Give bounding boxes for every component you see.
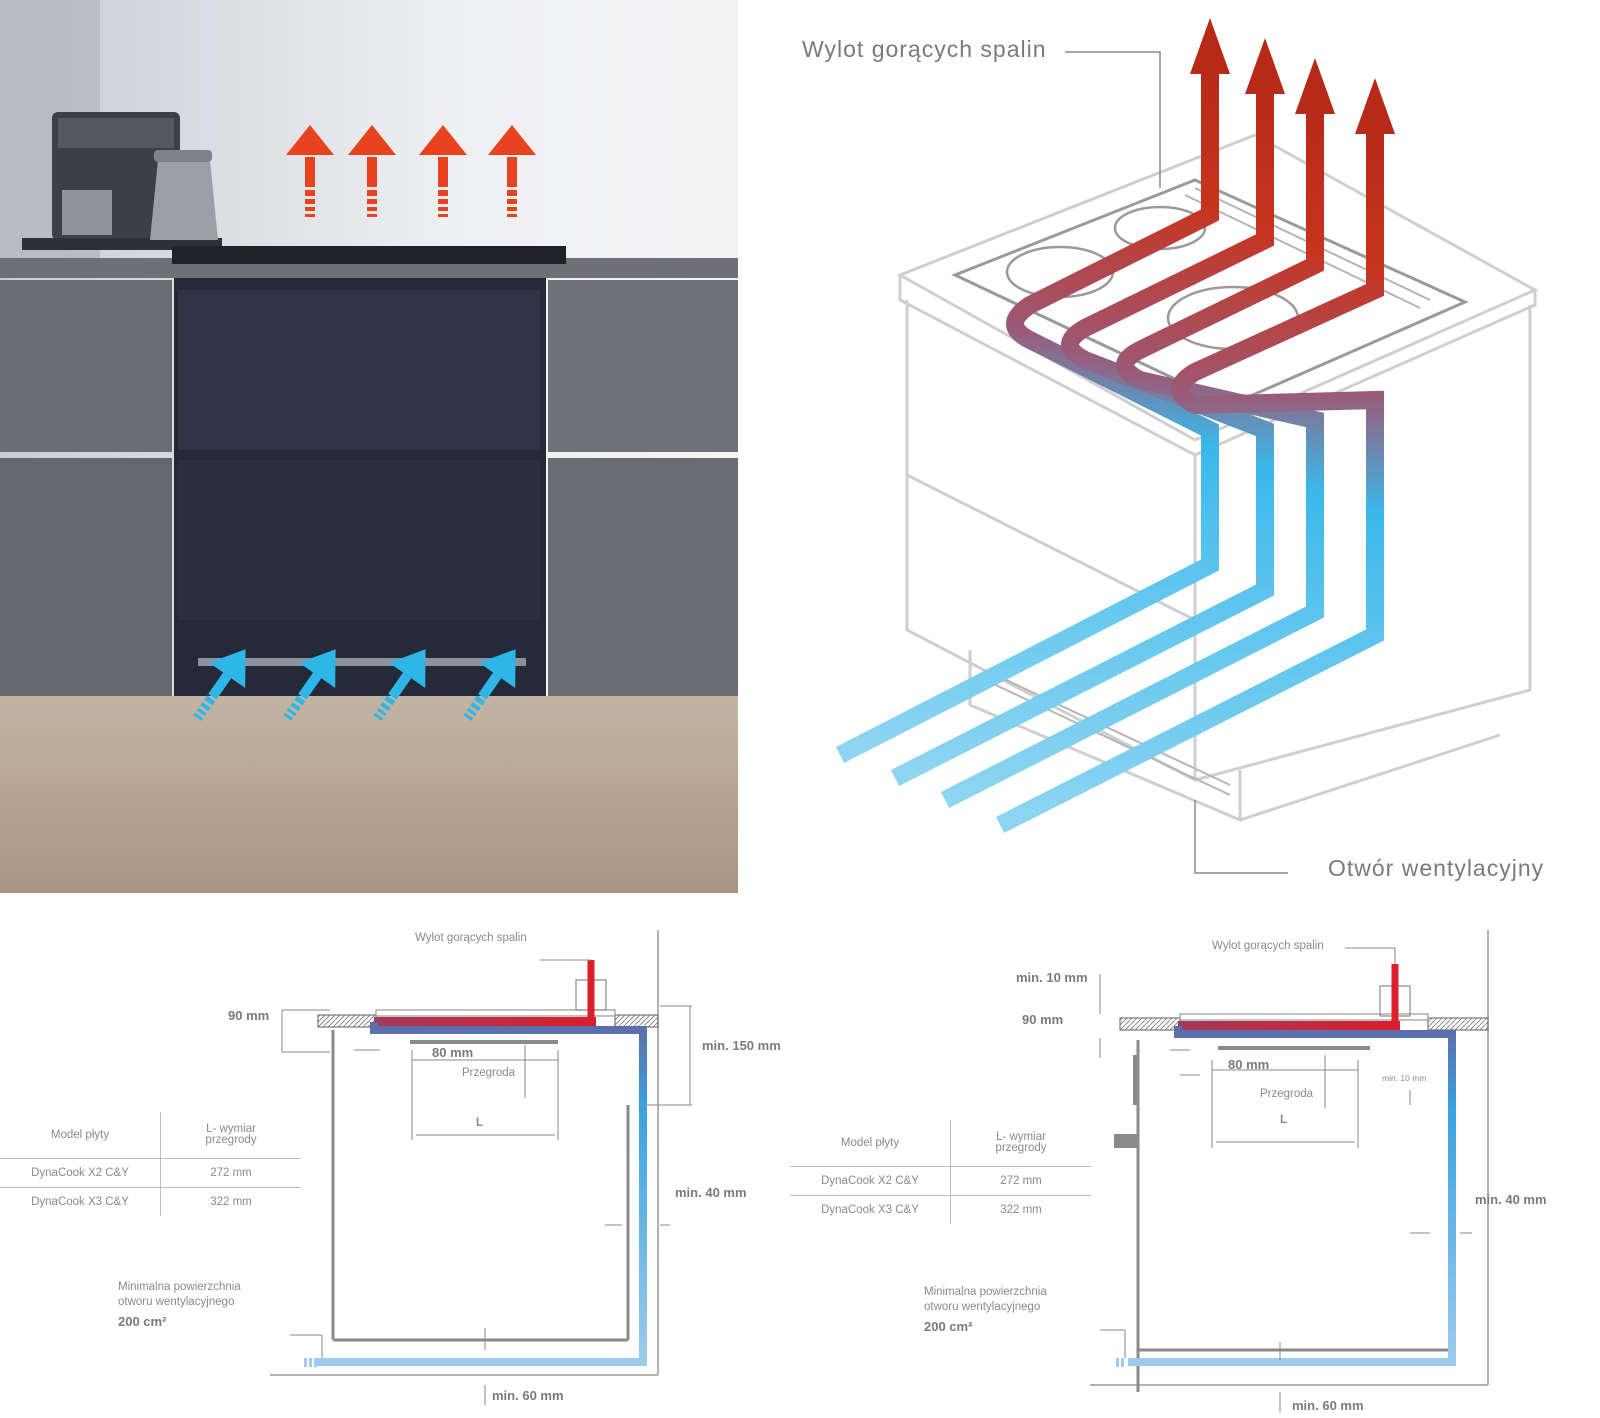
section-2-drawing bbox=[1090, 930, 1489, 1412]
air-flow-paths bbox=[835, 70, 1384, 834]
section-1-bottom-gap: min. 60 mm bbox=[492, 1388, 564, 1403]
section-1-vent-area-line2: otworu wentylacyjnego bbox=[118, 1296, 235, 1308]
hot-arrow-icon bbox=[419, 125, 467, 217]
section-2-length-label: L bbox=[1280, 1114, 1288, 1126]
section-1-vent-area-value: 200 cm² bbox=[118, 1314, 167, 1329]
section-diagram-1: Wylot gorących spalin 90 mm 80 mm Przegr… bbox=[0, 930, 800, 1418]
cold-arrow-icon bbox=[193, 649, 246, 721]
table-row: DynaCook X2 C&Y 272 mm bbox=[790, 1166, 1091, 1196]
up-arrow-heads bbox=[1190, 18, 1395, 134]
hot-air-arrows bbox=[286, 125, 536, 217]
section-2-front-depth: 80 mm bbox=[1228, 1057, 1270, 1072]
cold-arrow-icon bbox=[373, 649, 426, 721]
table-row: DynaCook X3 C&Y 322 mm bbox=[0, 1187, 301, 1216]
section-2-vent-area-line2: otworu wentylacyjnego bbox=[924, 1301, 1041, 1313]
table-row: DynaCook X3 C&Y 322 mm bbox=[790, 1195, 1091, 1224]
kettle-icon bbox=[150, 150, 218, 240]
section-1-front-depth: 80 mm bbox=[432, 1045, 474, 1060]
vent-grille-2 bbox=[1116, 1358, 1124, 1367]
leader-lines bbox=[1065, 51, 1288, 874]
vent-grille-1 bbox=[304, 1358, 317, 1367]
hot-arrow-icon bbox=[348, 125, 396, 217]
section-1-back-gap: min. 40 mm bbox=[675, 1185, 747, 1200]
section-1-vent-area-line1: Minimalna powierzchnia bbox=[118, 1281, 241, 1293]
section-1-divider-label: Przegroda bbox=[462, 1067, 516, 1079]
isometric-airflow-diagram bbox=[835, 18, 1539, 874]
hot-arrow-icon bbox=[488, 125, 536, 217]
section-2-side-min: min. 10 mm bbox=[1382, 1073, 1427, 1083]
hob-outline bbox=[951, 178, 1469, 407]
cold-arrow-icon bbox=[463, 649, 516, 721]
table-header-model: Model płyty bbox=[790, 1120, 951, 1167]
table-header-model: Model płyty bbox=[0, 1112, 161, 1159]
section-1-exhaust-label: Wylot gorących spalin bbox=[415, 932, 527, 944]
section-2-bottom-gap: min. 60 mm bbox=[1292, 1398, 1364, 1413]
section-1-length-label: L bbox=[476, 1117, 484, 1129]
vent-label: Otwór wentylacyjny bbox=[1328, 855, 1545, 881]
section-1-drawing bbox=[270, 930, 692, 1405]
coffee-machine-icon bbox=[22, 112, 222, 250]
table-row: DynaCook X2 C&Y 272 mm bbox=[0, 1158, 301, 1188]
section-1-top-gap: 90 mm bbox=[228, 1008, 270, 1023]
section-diagram-2: Wylot gorących spalin min. 10 mm 90 mm 8… bbox=[790, 930, 1600, 1418]
section-2-exhaust-label: Wylot gorących spalin bbox=[1212, 940, 1324, 952]
section-2-vent-area-value: 200 cm² bbox=[924, 1319, 973, 1334]
section-1-top-clearance: min. 150 mm bbox=[702, 1038, 781, 1053]
kitchen-photo bbox=[0, 0, 738, 893]
cold-arrow-icon bbox=[283, 649, 336, 721]
cold-air-arrows bbox=[193, 649, 516, 721]
section-2-divider-label: Przegroda bbox=[1260, 1088, 1314, 1100]
exhaust-label: Wylot gorących spalin bbox=[802, 36, 1047, 62]
hot-arrow-icon bbox=[286, 125, 334, 217]
section-2-back-gap: min. 40 mm bbox=[1475, 1192, 1547, 1207]
section-2-top-gap: 90 mm bbox=[1022, 1012, 1064, 1027]
section-2-vent-area-line1: Minimalna powierzchnia bbox=[924, 1286, 1047, 1298]
section-2-top-min: min. 10 mm bbox=[1016, 970, 1088, 985]
